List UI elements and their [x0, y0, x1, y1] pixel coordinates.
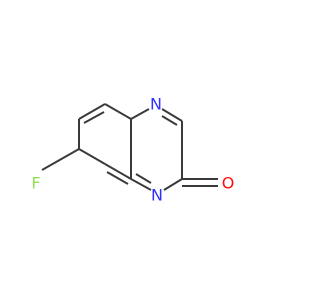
bond-c7-f: [41, 148, 80, 171]
bond-c5-c6: [78, 103, 106, 120]
atom-f: F: [31, 174, 40, 193]
bond-n4-c4a-inner: [135, 173, 152, 184]
bond-n1-c2-inner: [161, 115, 178, 126]
molecule-diagram: N N O F: [31, 95, 235, 205]
bond-c3-n4: [163, 178, 183, 191]
atom-o: O: [222, 174, 235, 193]
structure-canvas: N N O F: [31, 94, 235, 205]
bond-n4-c4a: [130, 178, 152, 191]
bond-c8-c4a: [104, 163, 132, 180]
bond-c7-c8: [78, 148, 106, 165]
bond-c8a-n1: [130, 108, 150, 120]
bond-c8-c4a-inner: [106, 171, 129, 185]
atom-n-bottom: N: [151, 186, 163, 205]
atom-n-top: N: [150, 95, 162, 114]
pyrazine-ring: [130, 108, 218, 191]
benzo-ring: [41, 103, 132, 185]
bond-c8a-c5: [104, 103, 132, 120]
bond-n1-c2: [161, 108, 183, 122]
bond-c5-c6-inner: [83, 111, 105, 124]
